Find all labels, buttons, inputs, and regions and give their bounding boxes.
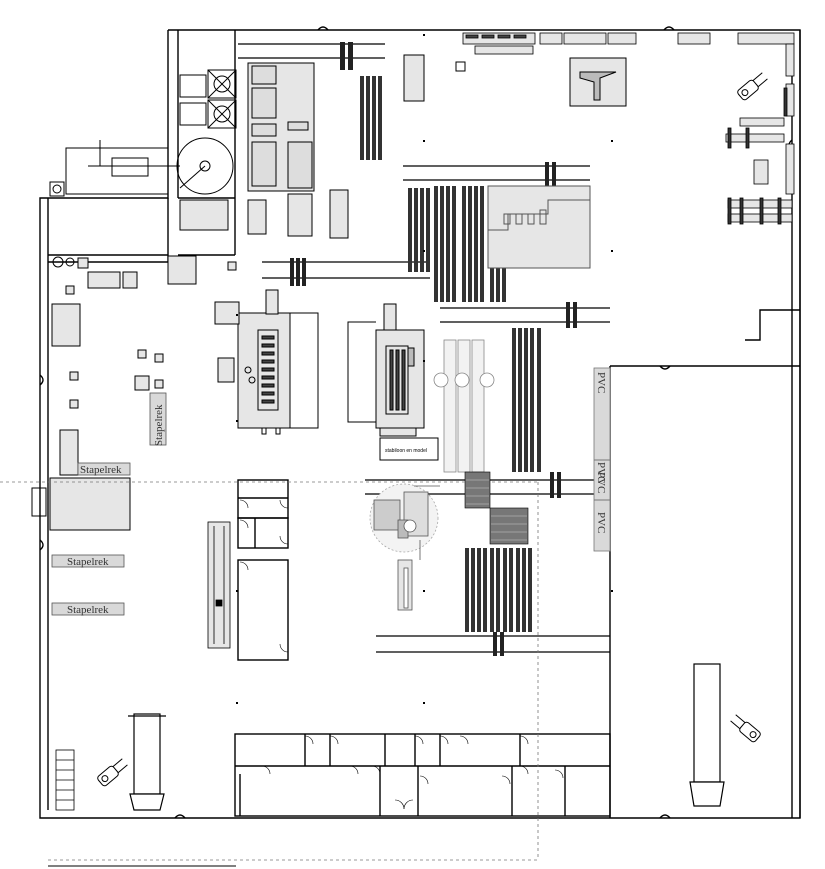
stairs: [55, 749, 75, 811]
middle-rooms: [237, 479, 289, 661]
press-machine-left: [214, 289, 319, 435]
central-robot: [369, 483, 440, 611]
central-grid: [464, 471, 529, 545]
vertical-conveyor-left: [207, 521, 231, 649]
stabiloon-note-text: stabiloon en model: [385, 448, 427, 454]
rack-machine: [487, 185, 591, 269]
forklift-icon: [97, 72, 768, 787]
column-markers: [236, 34, 613, 704]
upper-machines: [247, 54, 627, 239]
truck-icon: [128, 663, 725, 811]
rail-blocks: [290, 42, 577, 656]
door-swings: [239, 499, 564, 810]
stapelrek-vertical-label: Stapelrek: [153, 404, 165, 446]
left-annex-equipment: [31, 255, 237, 531]
stapelrek-label-1: Stapelrek: [80, 464, 122, 476]
top-shelving: [462, 32, 795, 55]
boiler-room: [49, 69, 237, 231]
dashed-boundary: [0, 481, 539, 861]
pvc-column: PVC PVC PVC PVC: [593, 367, 611, 552]
stapelrek-label-3: Stapelrek: [67, 604, 109, 616]
press-machine-right: [347, 303, 425, 437]
pvc-label-2: PVC: [595, 462, 607, 483]
pvc-label-1: PVC: [595, 372, 607, 393]
right-shelving: [725, 43, 795, 225]
stabiloon-note: stabiloon en model: [379, 437, 439, 461]
stapelrek-labels: Stapelrek Stapelrek Stapelrek Stapelrek: [51, 392, 167, 616]
pvc-label-4: PVC: [595, 512, 607, 533]
roller-conveyor: [433, 339, 495, 473]
stapelrek-label-2: Stapelrek: [67, 556, 109, 568]
pvc-label-3: PVC: [595, 472, 607, 493]
lower-offices: [234, 733, 611, 817]
